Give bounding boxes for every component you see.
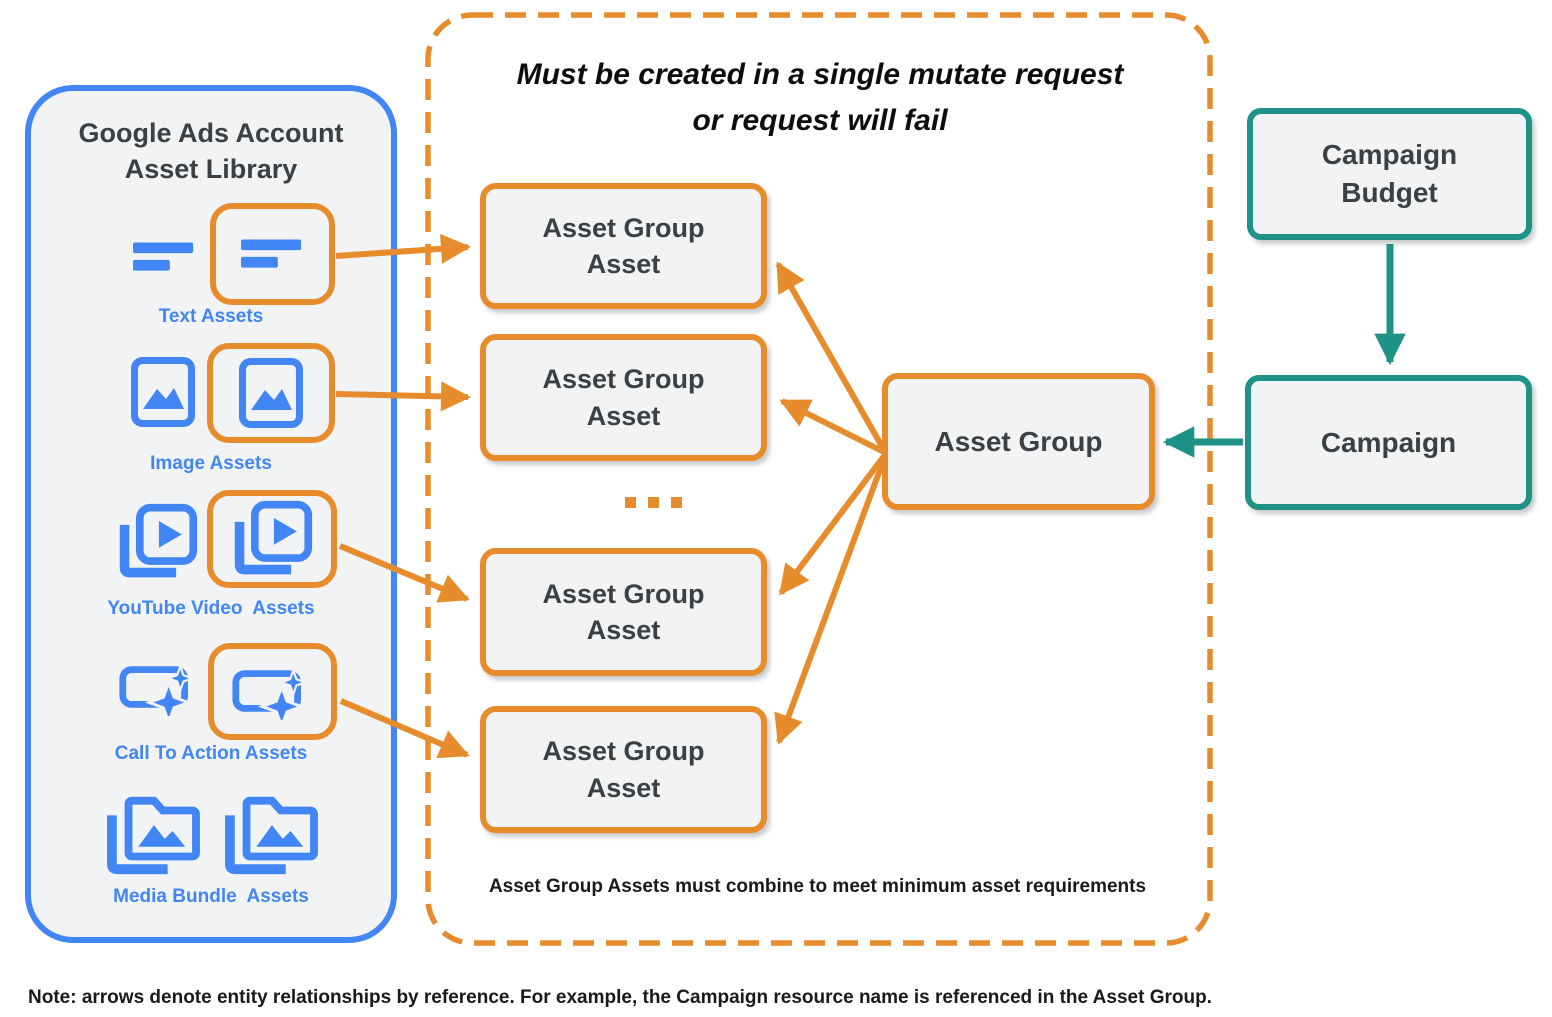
text-lines-icon (240, 239, 305, 269)
asset-group-label: Asset Group (934, 425, 1103, 457)
mutate-panel-caption: Asset Group Assets must combine to meet … (488, 876, 1147, 897)
media-bundle-icon (221, 788, 319, 878)
mutate-panel-title: Must be created in a single mutate reque… (450, 52, 1190, 144)
footnote: Note: arrows denote entity relationships… (28, 987, 1212, 1008)
asset-library-title: Google Ads Account Asset Library (78, 118, 344, 184)
image-icon (131, 357, 195, 427)
media-bundle-assets-label: Media Bundle Assets (113, 886, 309, 907)
image-asset-highlight (207, 343, 335, 443)
call-to-action-assets-label: Call To Action Assets (114, 743, 308, 764)
mutate-panel-title-line2: or request will fail (692, 103, 948, 137)
call-to-action-icon (119, 660, 201, 716)
youtube-video-icon (230, 497, 314, 581)
image-assets-label: Image Assets (150, 453, 272, 474)
campaign-box: Campaign (1245, 375, 1532, 510)
image-icon (239, 358, 303, 428)
youtube-video-icon (115, 500, 199, 584)
campaign-label: Campaign (1320, 426, 1457, 458)
text-lines-icon (133, 242, 197, 272)
asset-group-asset-label: Asset Group Asset (542, 364, 705, 431)
text-assets-label: Text Assets (158, 306, 264, 327)
campaign-budget-label: Campaign Budget (1321, 139, 1458, 208)
youtube-video-asset-highlight (207, 490, 337, 588)
more-assets-ellipsis (625, 497, 682, 508)
asset-group-asset-label: Asset Group Asset (542, 736, 705, 803)
campaign-budget-box: Campaign Budget (1247, 108, 1532, 240)
text-asset-highlight (210, 203, 335, 305)
asset-group-asset-box-2: Asset Group Asset (480, 334, 767, 461)
mutate-panel-title-line1: Must be created in a single mutate reque… (516, 58, 1124, 91)
media-bundle-icon (103, 788, 201, 878)
asset-group-box: Asset Group (882, 373, 1155, 510)
asset-group-asset-label: Asset Group Asset (542, 212, 705, 279)
youtube-video-assets-label: YouTube Video Assets (107, 598, 315, 619)
asset-group-asset-box-3: Asset Group Asset (480, 548, 767, 676)
call-to-action-icon (231, 664, 314, 720)
asset-group-asset-box-1: Asset Group Asset (480, 183, 767, 309)
asset-group-asset-box-4: Asset Group Asset (480, 706, 767, 833)
asset-group-asset-label: Asset Group Asset (542, 578, 705, 645)
call-to-action-asset-highlight (208, 643, 337, 740)
